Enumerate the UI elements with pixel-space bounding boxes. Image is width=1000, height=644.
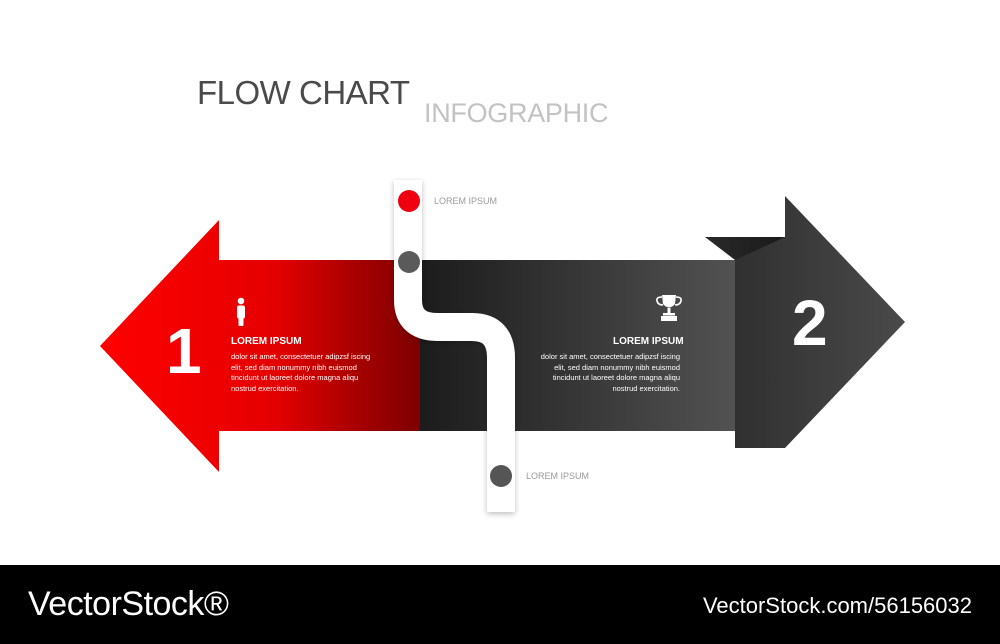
dark-arrow-fold xyxy=(705,237,785,260)
connector-path xyxy=(394,180,515,512)
marker-gray-top xyxy=(398,251,420,273)
step-2-heading: LOREM IPSUM xyxy=(613,336,684,347)
title-main: FLOW CHART xyxy=(197,74,410,111)
marker-label-top: LOREM IPSUM xyxy=(434,196,498,206)
step-1-heading: LOREM IPSUM xyxy=(231,336,302,347)
brand-logo: VectorStock® xyxy=(28,585,229,623)
footer-bar xyxy=(0,565,1000,644)
infographic: FLOW CHART INFOGRAPHIC xyxy=(100,74,905,512)
step-1-number: 1 xyxy=(166,315,202,387)
step-1-text: dolor sit amet, consectetuer adipzsf isc… xyxy=(231,352,371,393)
marker-gray-bottom xyxy=(490,465,512,487)
step-2-text: dolor sit amet, consectetuer adipzsf isc… xyxy=(540,352,680,393)
image-id: VectorStock.com/56156032 xyxy=(702,593,972,618)
flow-arrows xyxy=(100,180,905,512)
dark-arrow-body xyxy=(420,260,735,431)
step-2-number: 2 xyxy=(792,287,828,359)
person-icon xyxy=(237,297,245,326)
title-sub: INFOGRAPHIC xyxy=(424,98,609,128)
trophy-icon xyxy=(656,295,682,321)
dark-arrow-head xyxy=(735,196,905,448)
marker-label-bottom: LOREM IPSUM xyxy=(526,471,590,481)
red-arrow xyxy=(100,220,420,472)
marker-red xyxy=(398,190,420,212)
